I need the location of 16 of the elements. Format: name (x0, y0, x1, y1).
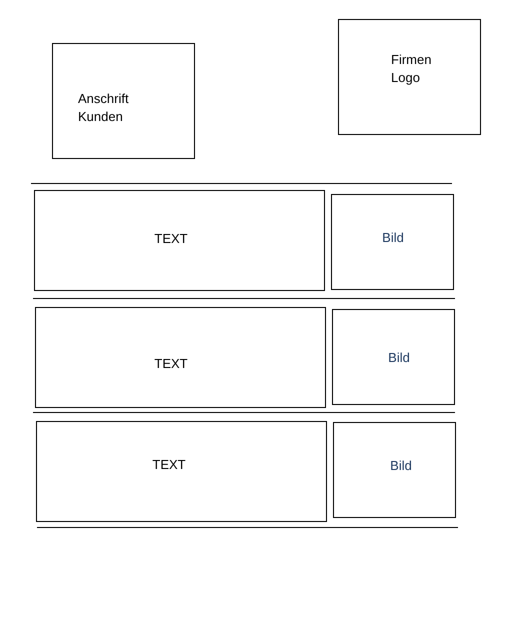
image-placeholder-box (332, 309, 455, 405)
image-placeholder-box (333, 422, 456, 518)
text-box (34, 190, 325, 291)
placeholder-box (338, 19, 481, 135)
address-box (52, 43, 195, 159)
box-label: TEXT (152, 456, 186, 474)
image-label: Bild (390, 457, 412, 475)
image-label: Bild (382, 229, 404, 247)
text-box (36, 421, 327, 522)
image-placeholder-box (331, 194, 454, 290)
text-box (35, 307, 326, 408)
box-label: Firmen Logo (391, 51, 432, 87)
box-label: TEXT (154, 355, 188, 373)
box-label: TEXT (154, 230, 188, 248)
box-label: Anschrift Kunden (78, 90, 130, 126)
image-label: Bild (388, 349, 410, 367)
